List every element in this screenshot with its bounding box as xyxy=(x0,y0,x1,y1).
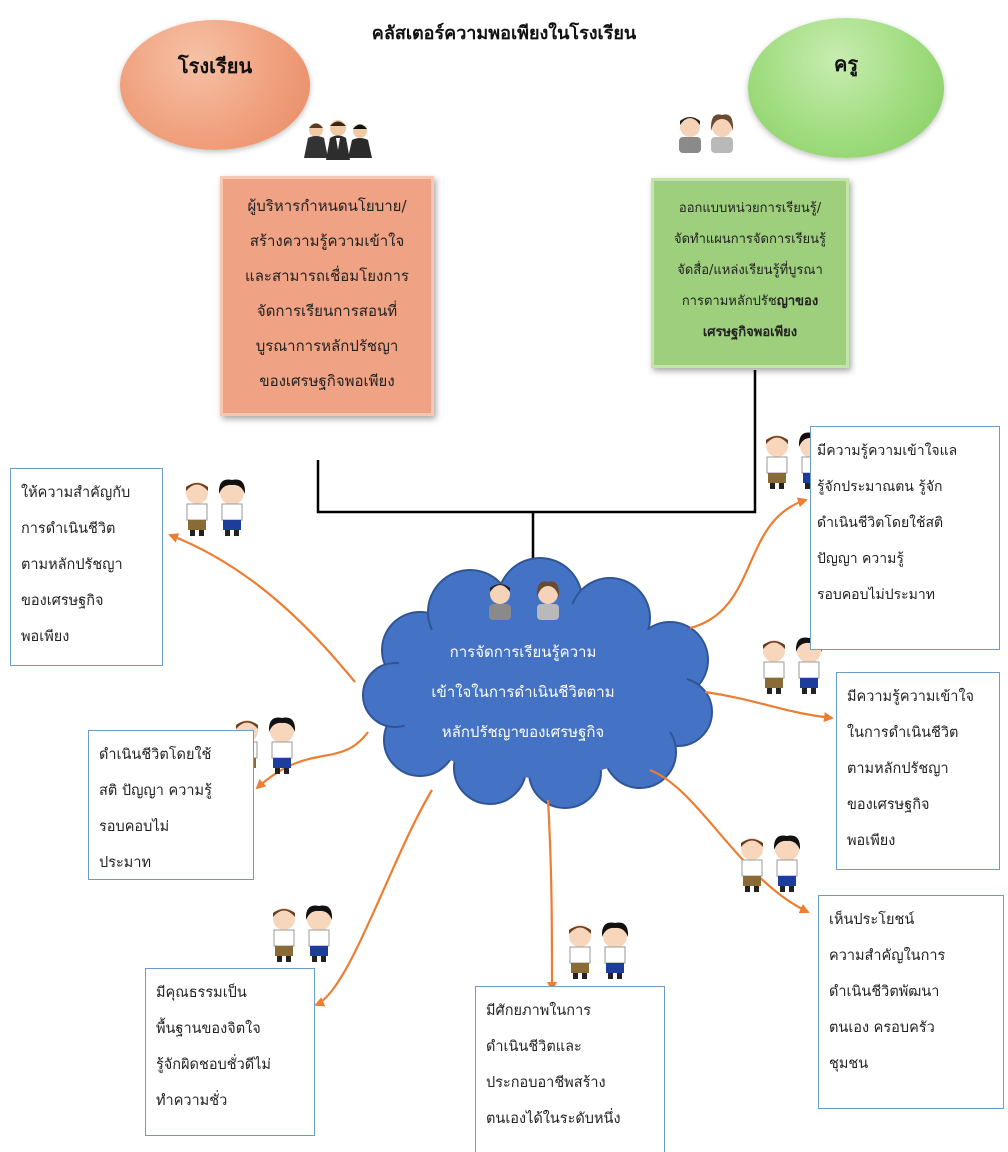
outcome-line: ของเศรษฐกิจ xyxy=(21,593,104,609)
business-people-icon xyxy=(304,120,372,160)
outcome-line: ของเศรษฐกิจ xyxy=(847,797,930,813)
center-line: เข้าใจในการดำเนินชีวิตตาม xyxy=(431,683,615,701)
outcome-line: รู้จักผิดชอบชั่วดีไม่ xyxy=(156,1057,271,1073)
outcome-line: มีความรู้ความเข้าใจแล xyxy=(817,443,958,459)
outcome-line: ทำความชั่ว xyxy=(156,1093,228,1109)
outcome-line: ประกอบอาชีพสร้าง xyxy=(486,1075,606,1091)
center-cloud xyxy=(362,557,713,809)
teacher-task-line: จัดสื่อ/แหล่งเรียนรู้ที่บูรณา xyxy=(677,263,823,278)
outcome-line: พื้นฐานของจิตใจ xyxy=(156,1021,261,1037)
teacher-oval: ครู xyxy=(748,18,944,158)
outcome-line: รอบคอบไม่ประมาท xyxy=(817,587,935,603)
outcome-box-right-bottom: เห็นประโยชน์ ความสำคัญในการ ดำเนินชีวิตพ… xyxy=(818,895,1004,1109)
outcome-line: มีศักยภาพในการ xyxy=(486,1003,591,1019)
outcome-line: พอเพียง xyxy=(847,833,896,849)
outcome-line: ปัญญา ความรู้ xyxy=(817,551,904,567)
admin-policy-line: และสามารถเชื่อมโยงการ xyxy=(245,267,409,285)
outcome-line: ตามหลักปรัชญา xyxy=(21,557,123,573)
teacher-task-text: การตามหลักปรัช xyxy=(681,294,777,309)
school-label: โรงเรียน xyxy=(177,54,253,78)
teacher-task-line: การตามหลักปรัชญาของ xyxy=(658,286,842,317)
outcome-box-right-top: มีความรู้ความเข้าใจแล รู้จักประมาณตน รู้… xyxy=(810,426,1000,650)
outcome-line: ดำเนินชีวิตโดยใช้สติ xyxy=(817,515,944,531)
admin-policy-card: ผู้บริหารกำหนดนโยบาย/ สร้างความรู้ความเข… xyxy=(220,176,434,416)
teacher-pair-icon xyxy=(679,114,734,153)
outcome-line: ให้ความสำคัญกับ xyxy=(21,485,131,501)
school-oval: โรงเรียน xyxy=(120,20,310,150)
outcome-line: ในการดำเนินชีวิต xyxy=(847,725,959,741)
outcome-line: มีคุณธรรมเป็น xyxy=(156,985,247,1001)
teacher-pair-icon xyxy=(489,581,560,620)
teacher-label: ครู xyxy=(833,52,859,76)
outcome-line: ตนเอง ครอบครัว xyxy=(829,1020,935,1036)
teacher-task-line: เศรษฐกิจพอเพียง xyxy=(702,325,798,340)
outcome-line: ตนเองได้ในระดับหนึ่ง xyxy=(486,1111,621,1127)
center-line: การจัดการเรียนรู้ความ xyxy=(449,643,597,661)
admin-policy-line: ผู้บริหารกำหนดนโยบาย/ xyxy=(247,197,407,215)
teacher-task-card: ออกแบบหน่วยการเรียนรู้/ จัดทำแผนการจัดกา… xyxy=(651,178,849,368)
outcome-line: ดำเนินชีวิตโดยใช้ xyxy=(99,747,212,763)
outcome-line: รู้จักประมาณตน รู้จัก xyxy=(817,479,943,495)
teacher-task-line: ออกแบบหน่วยการเรียนรู้/ xyxy=(678,201,822,216)
outcome-line: พอเพียง xyxy=(21,629,70,645)
outcome-line: รอบคอบไม่ xyxy=(99,819,170,835)
outcome-line: เห็นประโยชน์ xyxy=(829,912,915,928)
outcome-line: ดำเนินชีวิตและ xyxy=(486,1039,582,1055)
outcome-line: ดำเนินชีวิตพัฒนา xyxy=(829,984,940,1000)
admin-policy-line: จัดการเรียนการสอนที่ xyxy=(256,302,398,320)
teacher-task-line: จัดทำแผนการจัดการเรียนรู้ xyxy=(673,232,827,247)
outcome-box-left-top: ให้ความสำคัญกับ การดำเนินชีวิต ตามหลักปร… xyxy=(10,468,163,666)
center-cloud-text: การจัดการเรียนรู้ความ เข้าใจในการดำเนินช… xyxy=(418,632,628,752)
outcome-line: ความสำคัญในการ xyxy=(829,948,946,964)
admin-policy-line: บูรณาการหลักปรัชญา xyxy=(255,337,399,355)
outcome-box-right-mid: มีความรู้ความเข้าใจ ในการดำเนินชีวิต ตาม… xyxy=(836,672,1000,870)
diagram-title: คลัสเตอร์ความพอเพียงในโรงเรียน xyxy=(371,23,637,44)
outcome-arrows xyxy=(168,497,834,1007)
outcome-line: สติ ปัญญา ความรู้ xyxy=(99,783,212,799)
outcome-line: การดำเนินชีวิต xyxy=(21,521,116,537)
teacher-task-bold: ญาของ xyxy=(776,294,819,309)
admin-policy-line: สร้างความรู้ความเข้าใจ xyxy=(249,232,405,250)
center-line: หลักปรัชญาของเศรษฐกิจ xyxy=(441,723,605,741)
outcome-box-bottom-left: มีคุณธรรมเป็น พื้นฐานของจิตใจ รู้จักผิดช… xyxy=(145,968,315,1136)
outcome-line: ชุมชน xyxy=(829,1056,869,1072)
outcome-box-left-mid: ดำเนินชีวิตโดยใช้ สติ ปัญญา ความรู้ รอบค… xyxy=(88,730,254,880)
admin-policy-line: ของเศรษฐกิจพอเพียง xyxy=(259,372,395,390)
outcome-line: ประมาท xyxy=(99,855,152,871)
outcome-line: มีความรู้ความเข้าใจ xyxy=(847,689,975,705)
outcome-line: ตามหลักปรัชญา xyxy=(847,761,949,777)
outcome-box-bottom-mid: มีศักยภาพในการ ดำเนินชีวิตและ ประกอบอาชี… xyxy=(475,986,665,1152)
